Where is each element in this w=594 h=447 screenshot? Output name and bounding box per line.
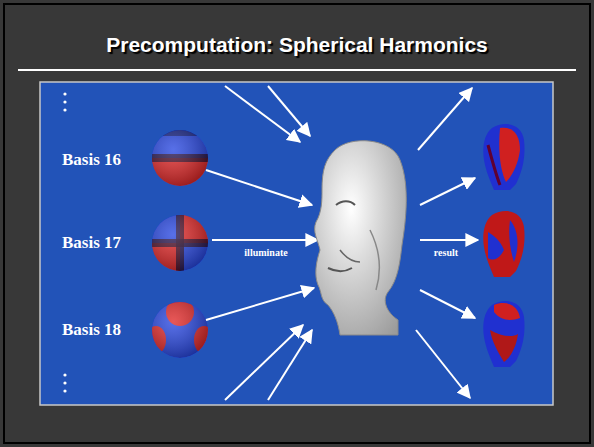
result-head xyxy=(483,301,524,367)
sh-sphere xyxy=(150,213,210,273)
result-head xyxy=(483,124,524,190)
basis-label: Basis 17 xyxy=(62,233,121,253)
result-arrow xyxy=(416,88,478,398)
basis-label: Basis 18 xyxy=(62,320,121,340)
head-bust xyxy=(315,141,407,335)
result-head xyxy=(483,211,524,277)
blue-panel xyxy=(40,82,553,405)
slide-title: Precomputation: Spherical Harmonics xyxy=(106,33,488,57)
sh-sphere xyxy=(150,128,210,188)
arrow-label: illuminate xyxy=(242,247,289,258)
arrow-label: result xyxy=(432,247,460,258)
light-arrow xyxy=(206,86,318,400)
slide-frame xyxy=(4,4,590,443)
title-rule xyxy=(18,69,576,71)
basis-label: Basis 16 xyxy=(62,150,121,170)
sh-sphere xyxy=(146,298,214,360)
